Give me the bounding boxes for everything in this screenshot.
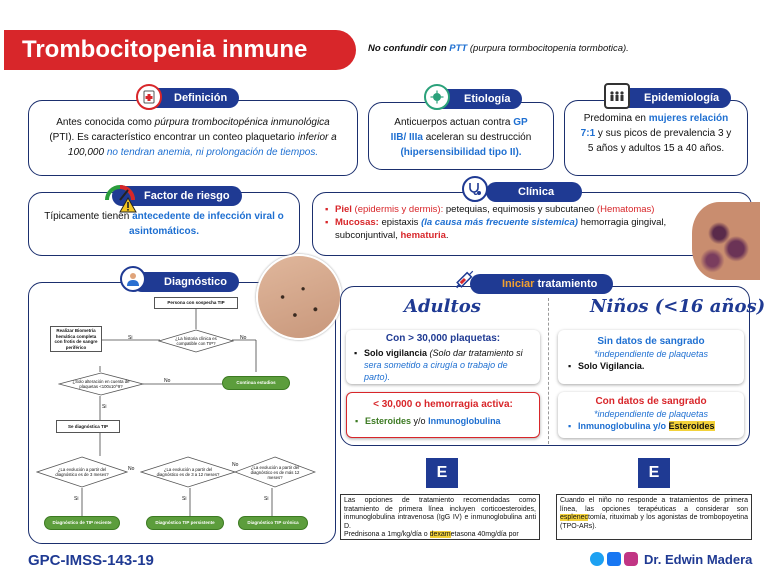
subtitle-note: No confundir con PTT (purpura tormbocito… <box>368 43 629 54</box>
fc-label-si-4: Si <box>182 496 187 502</box>
evidence-text-ninos: Cuando el niño no responde a tratamiento… <box>556 494 752 540</box>
fc-label-no-1: No <box>240 335 247 341</box>
fc-dx-tip: Se diagnóstica TIP <box>56 420 120 433</box>
ninos-card-con-sangrado: Con datos de sangrado *independiente de … <box>558 392 744 438</box>
adultos-title: Adultos <box>404 296 481 317</box>
ninos-title: Niños (<16 años) <box>590 296 766 317</box>
fc-result-reciente: Diagnóstico de TIP reciente <box>44 516 120 530</box>
guideline-code: GPC-IMSS-143-19 <box>28 552 154 569</box>
evidence-badge-adultos: E <box>426 458 458 488</box>
fc-continua-estudios: Continua estudios <box>222 376 290 390</box>
instagram-icon[interactable] <box>624 552 638 566</box>
fc-label-si-3: Si <box>74 496 79 502</box>
etiologia-text: Anticuerpos actuan contra GP IIB/ IIIa a… <box>390 117 532 158</box>
clinica-item-mucosas: Mucosas: epistaxis (la causa más frecuen… <box>325 216 751 242</box>
adultos-card-hemorragia: < 30,000 o hemorragia activa: Esteroides… <box>346 392 540 438</box>
fc-label-si-5: Si <box>264 496 269 502</box>
warning-icon <box>119 196 137 218</box>
fc-label-no-3: No <box>128 466 135 472</box>
factor-text: Típicamente tienen antecedente de infecc… <box>44 211 284 237</box>
clinica-list: Piel (epidermis y dermis): petequias, eq… <box>325 203 751 242</box>
fc-decision-history: ¿La historia clínica es compatible con T… <box>158 329 234 353</box>
fc-decision-3m: ¿La evolución a partir del diagnóstico e… <box>36 456 128 488</box>
doctor-icon <box>120 266 146 292</box>
adultos-card-30k: Con > 30,000 plaquetas: Solo vigilancia … <box>346 330 540 384</box>
fc-biometria: Realizar Biometría hemática completa con… <box>50 326 102 352</box>
clinica-card: Piel (epidermis y dermis): petequias, eq… <box>312 192 752 256</box>
definicion-label: Definición <box>142 88 240 108</box>
fc-decision-platelets: ¿Solo alteración en cuenta de plaquetas … <box>58 372 144 396</box>
diagnostico-label: Diagnóstico <box>132 272 239 292</box>
fc-label-si-1: Si <box>128 335 133 341</box>
clinica-item-piel: Piel (epidermis y dermis): petequias, eq… <box>325 203 751 216</box>
ninos-card-sin-sangrado: Sin datos de sangrado *independiente de … <box>558 330 744 384</box>
fc-decision-3-12m: ¿La evolución a partir del diagnóstico e… <box>140 456 236 488</box>
factor-label: Factor de riesgo <box>112 186 242 206</box>
tratamiento-label: Iniciar tratamiento <box>470 274 614 294</box>
fc-result-persistente: Diagnóstico TIP persistente <box>146 516 224 530</box>
epidemiologia-card: Predomina en mujeres relación 7:1 y sus … <box>564 100 748 176</box>
author-name: Dr. Edwin Madera <box>644 552 753 567</box>
fc-label-no-2: No <box>164 378 171 384</box>
fc-result-cronica: Diagnóstico TIP crónica <box>238 516 308 530</box>
gauge-icon <box>104 180 136 209</box>
fc-start: Persona con sospecha TIP <box>154 297 238 309</box>
definicion-text: Antes conocida como púrpura trombocitopé… <box>49 117 337 158</box>
fc-label-si-2: Si <box>102 404 107 410</box>
epidemiologia-label: Epidemiología <box>612 88 732 108</box>
evidence-text-adultos: Las opciones de tratamiento recomendadas… <box>340 494 540 540</box>
epidemiologia-text: Predomina en mujeres relación 7:1 y sus … <box>580 113 732 154</box>
evidence-badge-ninos: E <box>638 458 670 488</box>
bruise-photo <box>692 202 760 280</box>
facebook-icon[interactable] <box>607 552 621 566</box>
syringe-icon <box>452 266 478 297</box>
population-icon <box>604 83 630 109</box>
virus-icon <box>424 84 450 110</box>
etiologia-card: Anticuerpos actuan contra GP IIB/ IIIa a… <box>368 102 554 170</box>
twitter-icon[interactable] <box>590 552 604 566</box>
etiologia-label: Etiología <box>432 89 523 109</box>
stethoscope-icon <box>462 176 488 202</box>
tratamiento-divider <box>548 298 549 444</box>
clipboard-medical-icon <box>136 84 162 110</box>
clinica-label: Clínica <box>486 182 583 202</box>
fc-decision-12m: ¿La evolución a partir del diagnóstico e… <box>234 456 316 488</box>
fc-label-no-4: No <box>232 462 239 468</box>
page-title: Trombocitopenia inmune <box>4 30 356 70</box>
social-icons <box>590 552 638 566</box>
